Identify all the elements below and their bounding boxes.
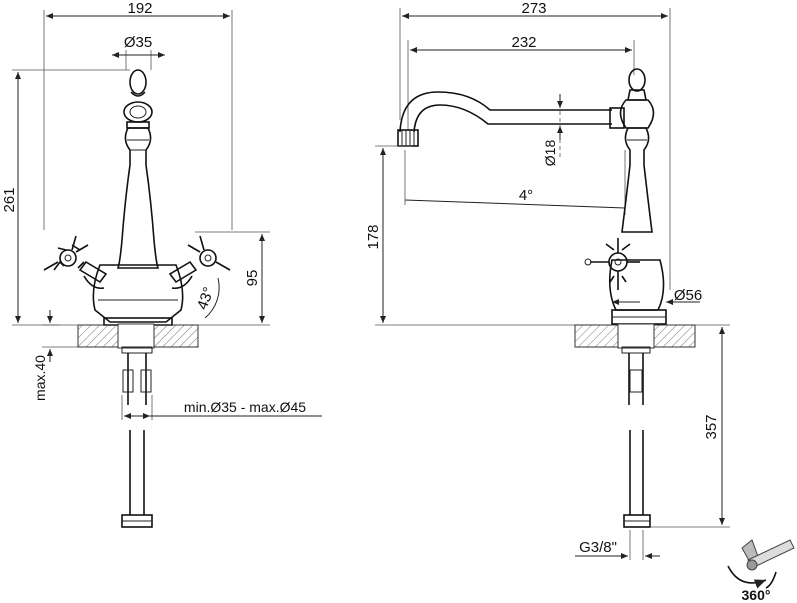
side-spout [397, 91, 612, 160]
handle-height-dimension: 95 [195, 231, 270, 326]
base-diameter-dimension: Ø56 [612, 287, 702, 305]
spout-reach-label: 232 [511, 34, 536, 51]
spout-height-label: 178 [365, 224, 382, 249]
handle-angle-label: 43° [194, 285, 218, 312]
side-spout-reach-dimension: 232 [407, 34, 635, 130]
deck-thickness-label: max.40 [32, 355, 48, 401]
side-handle [584, 238, 640, 290]
side-overall-depth-dimension: 273 [399, 0, 671, 290]
hole-diameter-label: min.Ø35 - max.Ø45 [184, 399, 306, 415]
front-deck [77, 323, 199, 349]
base-diameter-label: Ø56 [674, 287, 702, 304]
spout-angle-label: 4° [519, 187, 533, 204]
spout-height-dimension: 178 [365, 145, 580, 326]
connection-label: G3/8" [579, 539, 617, 556]
knob-diameter-label: Ø35 [124, 34, 152, 51]
front-faucet-body [92, 69, 184, 326]
side-hose [621, 346, 651, 528]
front-height-label: 261 [1, 187, 18, 212]
rotation-label: 360° [742, 587, 771, 603]
front-width-label: 192 [127, 0, 152, 17]
deck-thickness-dimension: max.40 [32, 310, 78, 401]
spout-diameter-label: Ø18 [542, 140, 558, 167]
hole-diameter-dimension: min.Ø35 - max.Ø45 [121, 395, 322, 420]
hose-length-dimension: 357 [650, 324, 730, 528]
spout-angle-dimension: 4° [404, 150, 626, 215]
front-left-handle [43, 235, 108, 290]
spout-diameter-dimension: Ø18 [542, 94, 563, 167]
handle-height-label: 95 [244, 270, 261, 287]
hose-length-label: 357 [703, 414, 720, 439]
front-right-handle [168, 235, 231, 290]
front-width-dimension: 192 [43, 0, 233, 230]
front-view: 192 Ø35 261 95 43° [1, 0, 322, 528]
connection-dimension: G3/8" [575, 530, 660, 560]
front-hoses [121, 346, 153, 528]
rotation-360-icon: 360° [727, 539, 795, 603]
knob-diameter-dimension: Ø35 [112, 34, 165, 70]
side-deck [574, 323, 696, 349]
overall-depth-label: 273 [521, 0, 546, 17]
side-view: 273 232 Ø18 [365, 0, 730, 560]
front-height-dimension: 261 [1, 69, 130, 326]
handle-angle-dimension: 43° [194, 277, 220, 319]
